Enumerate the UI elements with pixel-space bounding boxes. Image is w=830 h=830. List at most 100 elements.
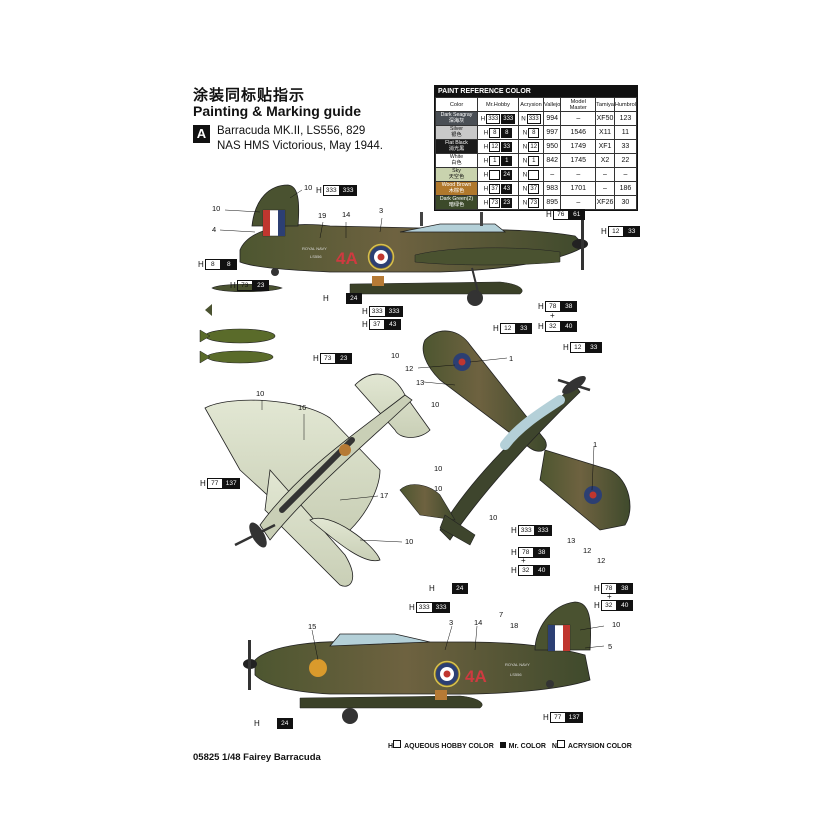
- footer-product-title: 05825 1/48 Fairey Barracuda: [193, 752, 321, 763]
- callout-12-wing-b: 12: [597, 556, 606, 565]
- paint-name-zh: 暗绿色: [448, 201, 465, 208]
- plus-sign-top: +: [550, 311, 555, 320]
- callout-7: 7: [499, 610, 504, 619]
- underside-view: [204, 373, 431, 587]
- acrysion-code: 1: [528, 155, 540, 166]
- serial-text-top: LS556: [310, 254, 322, 259]
- code-4a-bottom: 4A: [465, 667, 487, 686]
- paint-name: Dark Green(2): [439, 195, 474, 202]
- legend-m-text: Mr. COLOR: [508, 743, 546, 750]
- callout-10-under-wing: 10: [256, 389, 265, 398]
- callout-1-top: 1: [509, 354, 514, 363]
- legend-n-box: [556, 740, 565, 748]
- royal-navy-text-bottom: ROYAL NAVY: [505, 662, 530, 667]
- mrcolor-code: 24: [501, 169, 513, 180]
- mrcolor-code: 1: [501, 155, 513, 166]
- stores-group: [199, 283, 283, 364]
- callout-10-tailplane: 10: [391, 351, 400, 360]
- callout-10-bottom: 10: [612, 620, 621, 629]
- side-view-right: 4A ROYAL NAVY LS556: [243, 601, 592, 724]
- callout-10-top-tail: 10: [434, 464, 443, 473]
- paint-name-zh: 木棕色: [448, 187, 465, 194]
- mrcolor-code: 333: [501, 113, 516, 124]
- mrhobby-code: [489, 169, 501, 180]
- callout-10-top: 10: [304, 183, 313, 192]
- callout-4: 4: [212, 225, 217, 234]
- acrysion-code: [528, 169, 540, 180]
- plus-sign-mid: +: [521, 556, 526, 565]
- callout-10-under-low: 10: [405, 537, 414, 546]
- scheme-description-line1: Barracuda MK.II, LS556, 829: [217, 125, 366, 137]
- paint-table-grid: Color Mr.Hobby Acrysion Vallejo Model Ma…: [435, 97, 638, 210]
- mrcolor-code: 23: [501, 197, 513, 208]
- code-4a-top: 4A: [336, 249, 358, 268]
- mrcolor-code: 33: [501, 141, 513, 152]
- callout-1-wing: 1: [593, 440, 598, 449]
- callout-19: 19: [318, 211, 327, 220]
- paint-reference-table: PAINT REFERENCE COLOR Color Mr.Hobby Acr…: [434, 85, 638, 211]
- leader-lines: [219, 189, 605, 661]
- mrhobby-code: 1: [489, 155, 501, 166]
- callout-14-bottom: 14: [474, 618, 483, 627]
- callout-3-top: 3: [379, 206, 384, 215]
- paint-vallejo: 895: [542, 195, 562, 210]
- title-english: Painting & Marking guide: [193, 103, 362, 119]
- plus-sign-bottom: +: [607, 592, 612, 601]
- acrysion-code: 73: [528, 197, 540, 208]
- mrhobby-code: 73: [489, 197, 501, 208]
- paint-table-header-row: Color Mr.Hobby Acrysion Vallejo Model Ma…: [435, 97, 638, 112]
- callout-3-bottom: 3: [449, 618, 454, 627]
- paint-name: White: [449, 153, 464, 160]
- code-h24-gear: H2424: [323, 293, 362, 304]
- paint-name: Dark Seagray: [440, 111, 473, 118]
- legend-h-text: AQUEOUS HOBBY COLOR: [404, 743, 494, 750]
- legend-n-label: N: [551, 743, 557, 750]
- royal-navy-text-top: ROYAL NAVY: [302, 246, 327, 251]
- paint-name-zh: 深海灰: [448, 117, 465, 124]
- paint-table-title: PAINT REFERENCE COLOR: [435, 86, 637, 97]
- mrcolor-code: 43: [501, 183, 513, 194]
- callout-10-top-tail-c: 10: [489, 513, 498, 522]
- callout-15: 15: [308, 622, 317, 631]
- callout-13-top: 13: [416, 378, 425, 387]
- acrysion-code: 333: [526, 113, 541, 124]
- paint-name: Wood Brown: [441, 181, 472, 188]
- callout-10-top-tail-b: 10: [434, 484, 443, 493]
- legend-m-box: [499, 742, 506, 748]
- mrhobby-code: 12: [489, 141, 501, 152]
- paint-swatch: Dark Green(2)暗绿色: [435, 195, 478, 210]
- callout-10-tailplane-b: 10: [431, 400, 440, 409]
- mrhobby-code: 8: [489, 127, 501, 138]
- code-h24-underside: H2424: [429, 583, 468, 594]
- callout-16: 16: [298, 403, 307, 412]
- legend-h-label: H: [388, 743, 394, 750]
- scheme-description-line2: NAS HMS Victorious, May 1944.: [217, 140, 383, 152]
- paint-name-zh: 银色: [451, 131, 462, 138]
